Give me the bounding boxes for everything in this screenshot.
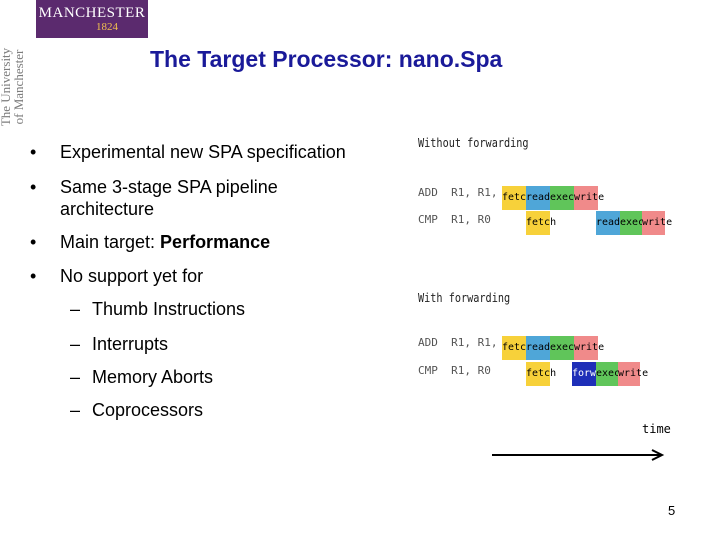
bullet-marker: • [30,142,37,162]
bullet-text-bold: Performance [160,232,271,252]
instruction-cmp: CMP R1, R0 [418,364,491,377]
bullet-marker: • [30,266,37,286]
bullet-marker: • [30,232,37,252]
stage-write: write [574,186,604,210]
sub-bullet-text: Coprocessors [92,400,204,420]
bullet-item: • Experimental new SPA specification [30,141,346,163]
slide-title: The Target Processor: nano.Spa [150,46,503,72]
stage-exec: exec [550,186,574,210]
stage-write: write [574,336,604,360]
stage-fetch: fetch [502,186,532,210]
sub-bullet-item: –Thumb Instructions [70,298,245,320]
bullet-item: • Main target: Performance [30,231,270,253]
stage-exec: exec [550,336,574,360]
sub-bullet-item: –Coprocessors [70,399,203,421]
page-number: 5 [668,503,676,518]
stage-forward: forw [572,362,596,386]
university-name-line2: of Manchester [11,49,26,125]
stage-exec: exec [596,362,620,386]
sub-bullet-item: –Interrupts [70,333,168,355]
instruction-cmp: CMP R1, R0 [418,213,491,226]
time-label: time [642,422,671,436]
stage-fetch: fetch [526,211,556,235]
stage-exec: exec [620,211,644,235]
university-logo: MANCHESTER 1824 [36,0,148,38]
stage-read: read [596,211,620,235]
sub-bullet-text: Interrupts [92,334,169,354]
sub-bullet-marker: – [70,299,81,319]
sub-bullet-text: Thumb Instructions [92,299,246,319]
university-name-vertical: The University of Manchester [0,37,26,137]
bullet-item: • Same 3-stage SPA pipeline architecture [30,176,330,220]
sub-bullet-marker: – [70,400,81,420]
logo-wordmark: MANCHESTER [38,5,146,21]
stage-fetch: fetch [502,336,532,360]
time-arrow-icon [492,449,665,461]
without-forwarding-heading: Without forwarding [418,136,529,150]
bullet-text: Same 3-stage SPA pipeline architecture [60,177,278,219]
bullet-item: • No support yet for [30,265,203,287]
stage-write: write [618,362,648,386]
sub-bullet-item: –Memory Aborts [70,366,213,388]
sub-bullet-text: Memory Aborts [92,367,214,387]
bullet-text: Experimental new SPA specification [60,142,346,162]
bullet-text-plain: Main target: [60,232,161,252]
bullet-text: No support yet for [60,266,204,286]
bullet-text: Main target: Performance [60,231,270,253]
sub-bullet-marker: – [70,367,81,387]
sub-bullet-marker: – [70,334,81,354]
stage-read: read [526,336,550,360]
bullet-marker: • [30,177,37,197]
with-forwarding-heading: With forwarding [418,291,511,305]
logo-year: 1824 [96,21,118,33]
stage-read: read [526,186,550,210]
stage-fetch: fetch [526,362,556,386]
stage-write: write [642,211,672,235]
